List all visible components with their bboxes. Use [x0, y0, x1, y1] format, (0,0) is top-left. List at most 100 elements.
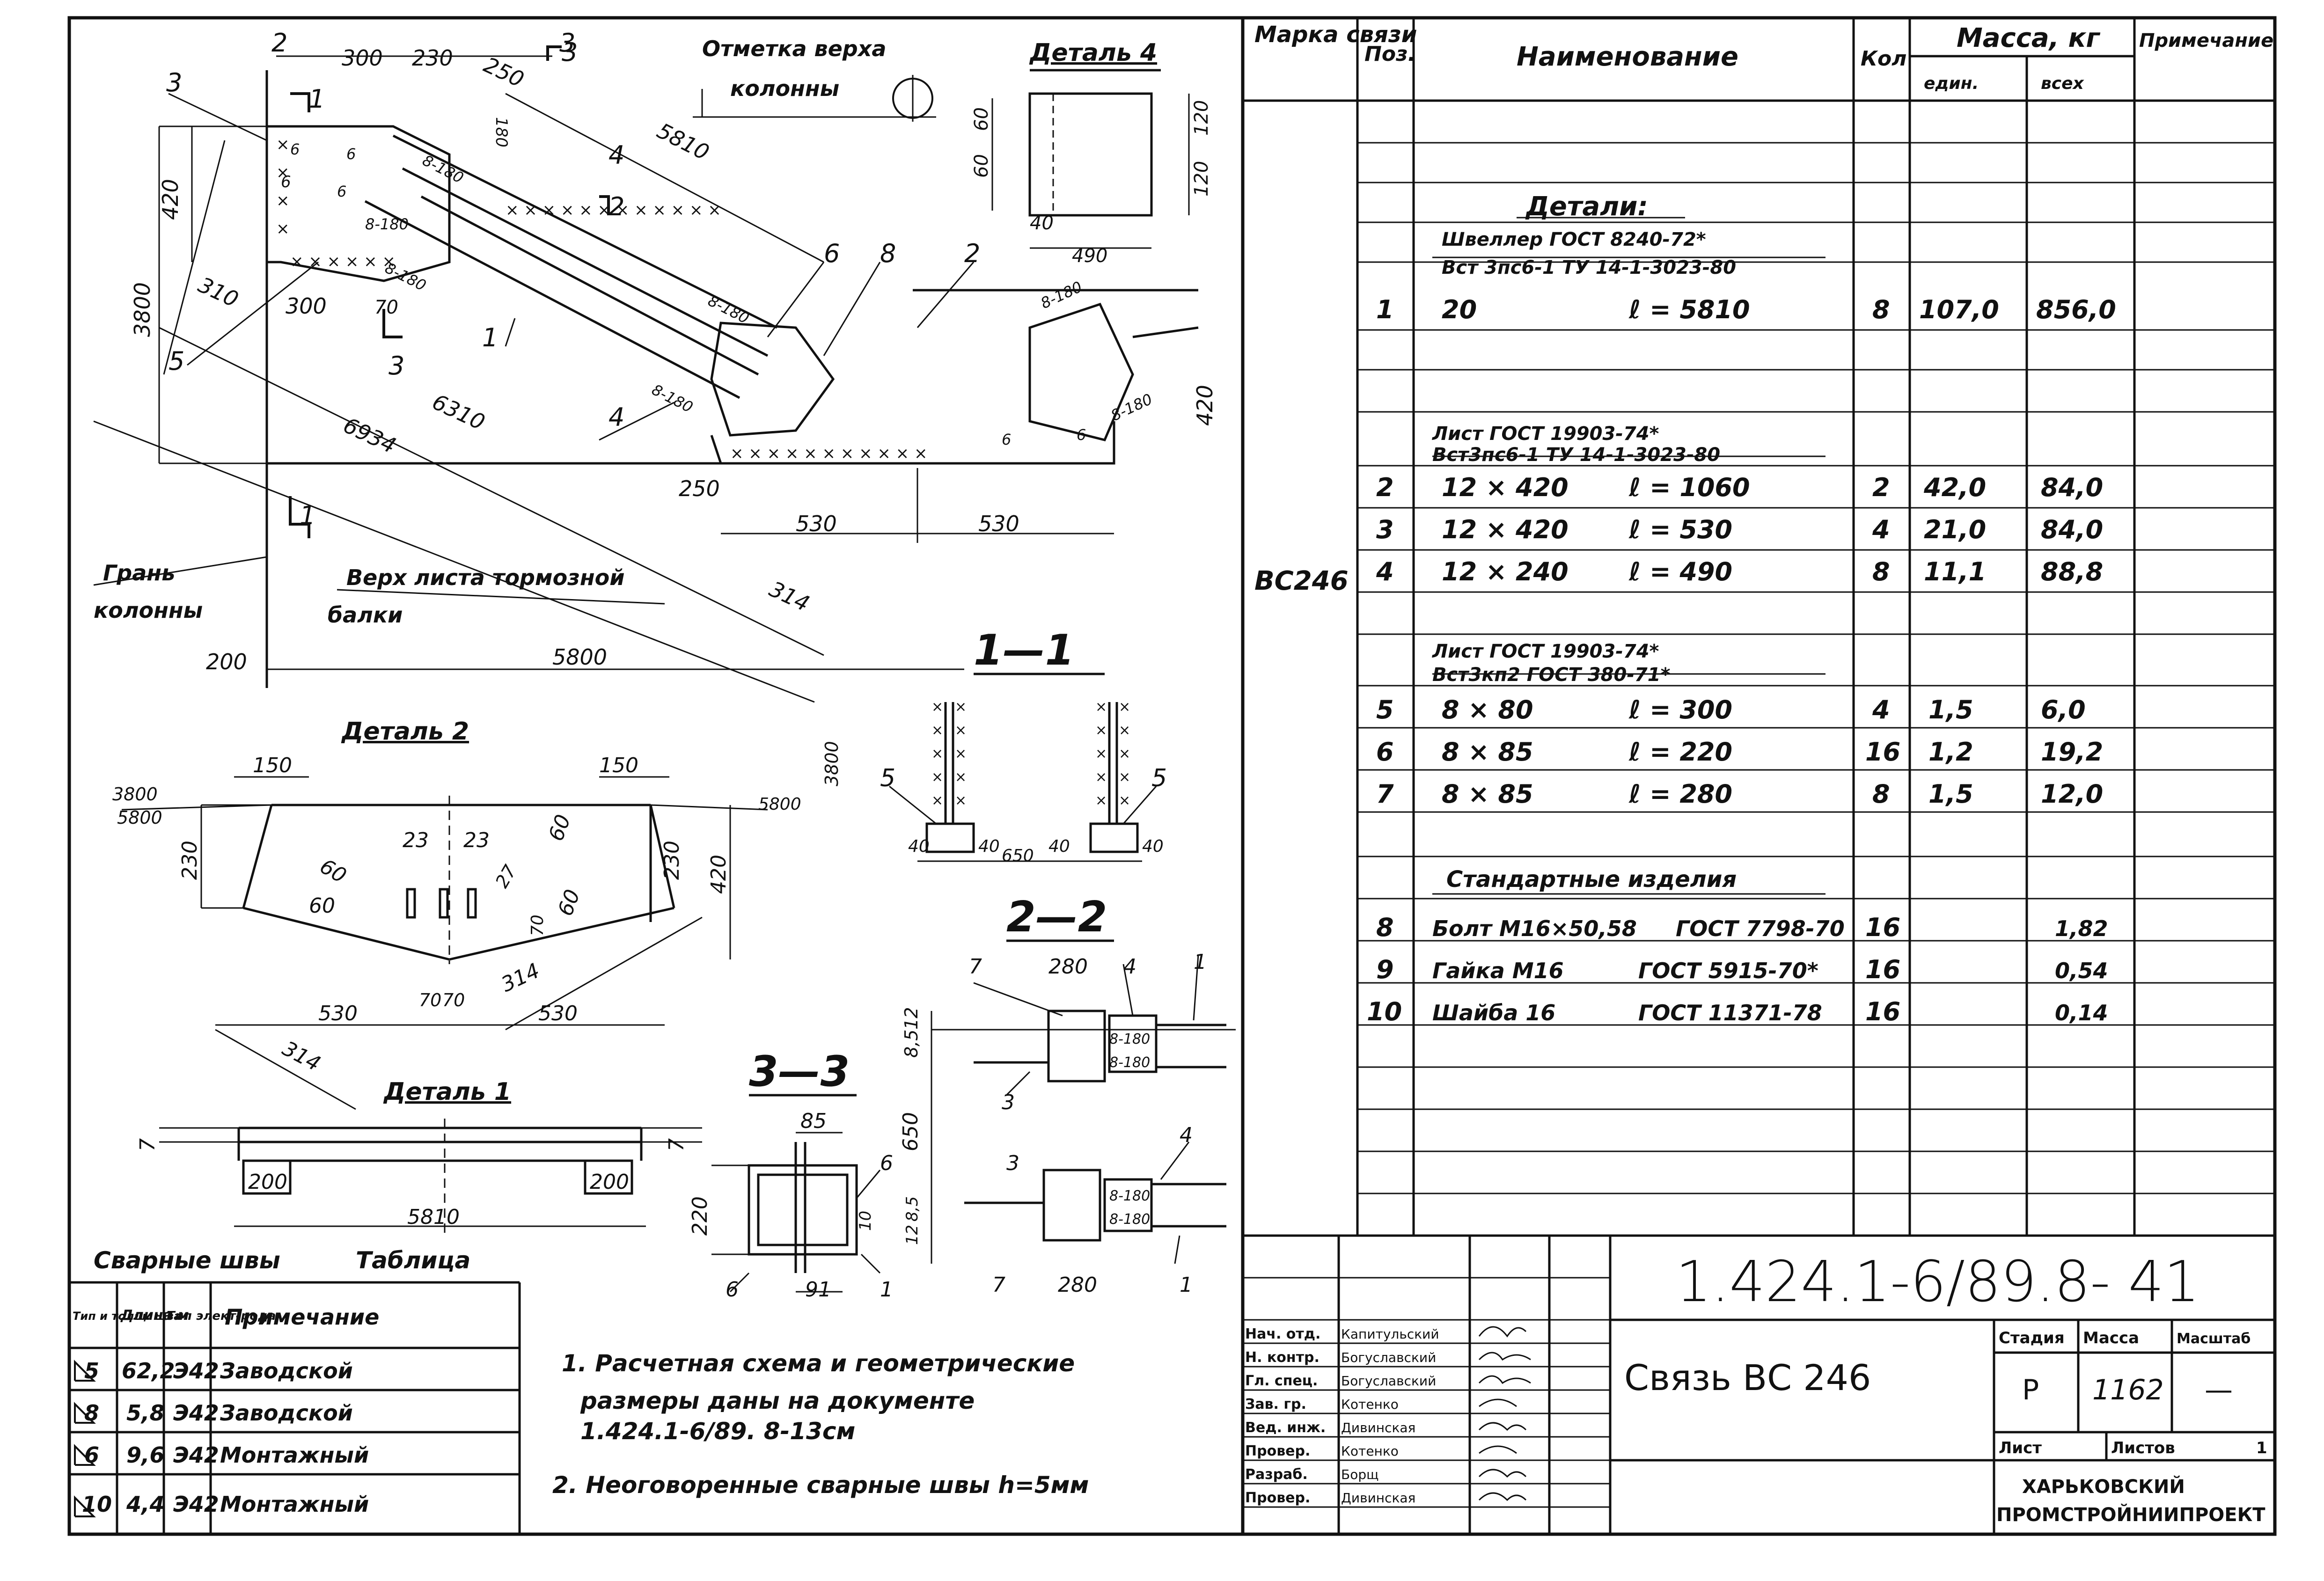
plan-dim-5800: 5800 [552, 644, 607, 670]
spec-header-mark: Марка связи [1254, 22, 1417, 48]
plan-dim-420r: 420 [1192, 385, 1217, 426]
spec-row-pos: 9 [1376, 955, 1394, 984]
d2-dim-70b: 70 [419, 990, 441, 1010]
d2-dim-70c: 70 [442, 990, 465, 1010]
s11-mark-5a: 5 [880, 764, 895, 792]
spec-row-pos: 1 [1376, 295, 1394, 324]
section-1-1-title: 1—1 [974, 626, 1074, 675]
spec-row-length: ГОСТ 7798-70 [1676, 916, 1845, 941]
doc-number: 1.424.1-6/89.8- 41 [1676, 1250, 2199, 1315]
weld-row-electrode: Э42 [173, 1358, 219, 1383]
plan-weld-6b: 6 [337, 183, 346, 200]
s22-mark-4b: 4 [1180, 1123, 1193, 1147]
weld-header-type: Тип и толщ. шва [73, 1310, 181, 1323]
weld-row-note: Монтажный [220, 1492, 369, 1517]
svg-text:×: × [1095, 699, 1107, 715]
spec-row-total: 12,0 [2041, 779, 2103, 809]
svg-text:×: × [1095, 769, 1107, 785]
weld-row-length: 4,4 [126, 1492, 165, 1517]
spec-row-pos: 6 [1376, 737, 1394, 767]
spec-row-pos: 10 [1367, 997, 1402, 1026]
plan-weld-6e: 6 [1077, 426, 1086, 444]
spec-row-pos: 7 [1376, 779, 1394, 809]
s22-mark-3: 3 [1002, 1091, 1015, 1114]
svg-text:×: × [1119, 722, 1130, 739]
spec-row-unit: 1,5 [1928, 779, 1973, 809]
spec-row-qty: 4 [1872, 695, 1890, 725]
detail-2: Деталь 2 150 150 3800 5800 3800 5800 230… [112, 717, 842, 1110]
s22-dim-85: 8,5 [901, 1030, 922, 1058]
specification-table: Марка связи Поз. Наименование Кол Масса,… [1243, 18, 2275, 1236]
spec-row-pos: 5 [1376, 695, 1394, 725]
d2-dim-60a: 60 [316, 854, 351, 888]
role: Вед. инж. [1245, 1420, 1326, 1436]
plan-mark-p5: 5 [169, 346, 184, 376]
stage-label: Стадия [1999, 1329, 2065, 1347]
plan-mark-p4: 4 [608, 403, 624, 432]
plan-mark-p2: 2 [964, 239, 980, 268]
s11-dim-40a: 40 [908, 837, 930, 856]
spec-row-pos: 3 [1376, 515, 1394, 544]
spec-row-pos: 2 [1376, 473, 1394, 502]
s11-dim-40b: 40 [978, 837, 1000, 856]
plan-dim-3800: 3800 [130, 282, 155, 337]
svg-text:×: × [955, 699, 967, 715]
spec-standard-2a: Лист ГОСТ 19903-74* [1432, 423, 1659, 445]
s11-dim-40d: 40 [1142, 837, 1164, 856]
plan-dim-250b: 250 [679, 476, 720, 501]
svg-text:×: × [931, 722, 943, 739]
d2-dim-150a: 150 [253, 754, 292, 777]
spec-header-mass: Масса, кг [1957, 23, 2100, 53]
weld-table-caption: Сварные швы [94, 1247, 280, 1274]
spec-row-total: 19,2 [2041, 737, 2103, 767]
plan-mark-s1: 1 [300, 501, 315, 530]
plan-dim-6934: 6934 [339, 412, 400, 458]
svg-text:×: × [276, 135, 290, 154]
plan-weld-8c: 8-180 [382, 259, 429, 294]
spec-row-pos: 8 [1376, 913, 1394, 942]
role: Гл. спец. [1245, 1373, 1318, 1389]
section-1-1: ××××× ××××× ××××× ××××× 1—1 5 5 40 40 65… [880, 626, 1167, 865]
detail-4-title: Деталь 4 [1029, 39, 1157, 67]
plan-dim-530b: 530 [978, 511, 1019, 536]
s33-mark-6b: 6 [726, 1278, 739, 1302]
d2-dim-60c: 60 [544, 812, 575, 844]
note-1-line-2: размеры даны на документе [580, 1387, 975, 1414]
svg-text:×: × [955, 746, 967, 762]
detail-1: Деталь 1 7 7 200 200 5810 [136, 1078, 702, 1236]
s33-dim-91: 91 [805, 1278, 831, 1302]
plan-mark-p8: 8 [880, 239, 896, 268]
detail-4: Деталь 4 60 60 120 120 40 490 [971, 39, 1212, 267]
d1-dim-7b: 7 [665, 1138, 689, 1151]
d1-dim-200a: 200 [248, 1170, 287, 1194]
spec-row-section: 8 × 85 [1442, 737, 1533, 767]
spec-row-length: ℓ = 280 [1628, 779, 1732, 809]
spec-row-section: 12 × 420 [1442, 473, 1569, 502]
plan-weld-8d: 8-180 [705, 292, 752, 327]
weld-row-electrode: Э42 [173, 1400, 219, 1426]
d4-dim-60b: 60 [971, 154, 992, 178]
spec-row-unit: 11,1 [1924, 557, 1986, 586]
s22-dim-12: 12 [901, 1007, 922, 1030]
spec-header-name: Наименование [1517, 42, 1738, 72]
role: Нач. отд. [1245, 1326, 1320, 1342]
spec-standard-2b: Вст3пс6-1 ТУ 14-1-3023-80 [1432, 444, 1720, 466]
plan-dim-310: 310 [194, 272, 242, 312]
svg-text:×: × [1095, 746, 1107, 762]
spec-row-total: 1,82 [2055, 916, 2108, 941]
org-name-2: ПРОМСТРОЙНИИПРОЕКТ [1996, 1503, 2265, 1526]
d4-dim-40: 40 [1030, 212, 1054, 234]
d2-dim-230a: 230 [178, 841, 202, 880]
svg-text:×: × [931, 769, 943, 785]
spec-row-section: Шайба 16 [1432, 1000, 1555, 1025]
spec-row-total: 84,0 [2041, 473, 2103, 502]
mass-label: Масса [2083, 1329, 2139, 1347]
name: Капитульский [1341, 1326, 1439, 1342]
svg-text:×: × [1119, 769, 1130, 785]
plan-mark-p4b: 4 [608, 140, 624, 170]
spec-row-unit: 1,5 [1928, 695, 1973, 725]
d1-dim-200b: 200 [590, 1170, 629, 1194]
plan-dim-230: 230 [412, 45, 453, 71]
note-1-line-3: 1.424.1-6/89. 8-13см [580, 1418, 855, 1445]
section-3-3: 3—3 85 6 220 10 6 91 1 [688, 1047, 893, 1302]
